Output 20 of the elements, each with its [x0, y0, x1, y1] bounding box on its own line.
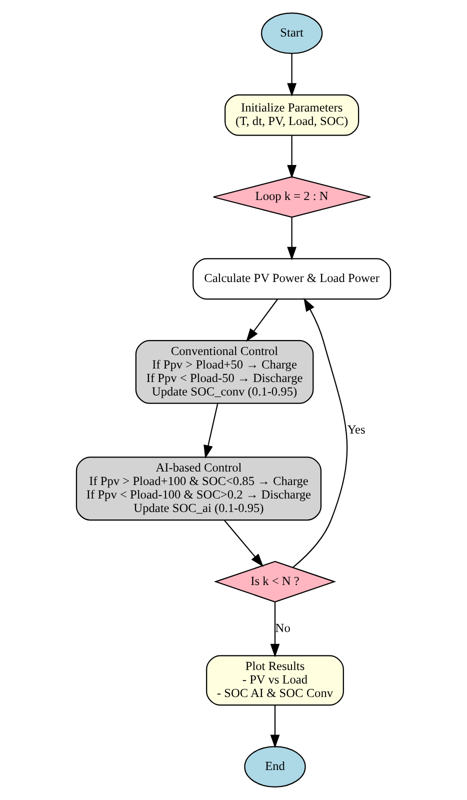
node-box: Calculate PV Power & Load Power — [192, 258, 392, 300]
edge-label: No — [275, 620, 290, 635]
arrow — [270, 602, 280, 658]
arrow — [287, 136, 297, 178]
edge-label: Yes — [347, 422, 366, 436]
node-ellipse: Start — [260, 12, 323, 54]
arrow — [287, 217, 297, 260]
node-box: Conventional Control If Ppv > Pload+50 → Charge If Ppv < Pload-50 → Discharge Update SOC_conv (0.1-0.95) — [135, 340, 314, 404]
node-box: AI-based Control If Ppv > Pload+100 & SOC<0.85 → Charge If Ppv < Pload-100 & SOC>0.2 → Discharge Update SOC_ai (0.1-0.95) — [76, 456, 322, 521]
node-box: Initialize Parameters (T, dt, PV, Load, SOC) — [224, 94, 360, 136]
arrow — [270, 705, 280, 748]
node-box: Plot Results - PV vs Load - SOC AI & SOC Conv — [206, 655, 344, 706]
arrow — [292, 298, 348, 568]
node-diamond: Loop k = 2 : N — [212, 176, 371, 218]
node-ellipse: End — [244, 746, 306, 788]
node-diamond: Is k < N ? — [214, 560, 336, 602]
arrow — [246, 298, 278, 342]
arrow — [287, 54, 297, 97]
arrow — [204, 403, 218, 459]
arrow — [224, 520, 264, 567]
